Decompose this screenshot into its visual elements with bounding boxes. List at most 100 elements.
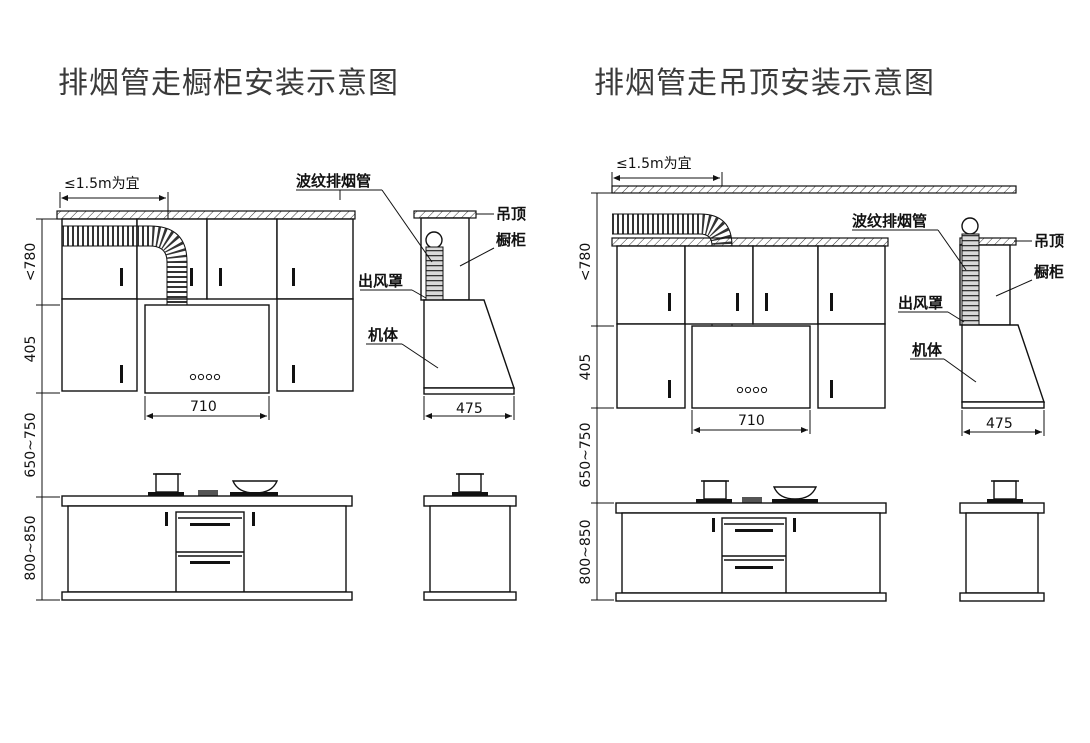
left-counter-height-label: 800~850: [23, 515, 39, 580]
left-cabinet-label: 橱柜: [496, 231, 526, 249]
left-hood-button: [197, 373, 205, 381]
left-handle: [120, 268, 123, 286]
left-leader-line: [459, 247, 495, 267]
left-lower-wall-cabinet-left: [61, 298, 138, 392]
left-side-hood-base: [423, 387, 515, 395]
right-handle: [830, 293, 833, 311]
right-cabinet-label: 橱柜: [1034, 263, 1064, 281]
right-diagram: ≤1.5m为宜 710: [578, 156, 1064, 602]
left-burner: [230, 492, 278, 496]
left-cabinet-top-shelf: [56, 210, 356, 220]
right-drawer-handle: [735, 566, 773, 569]
left-pipe-limit-label: ≤1.5m为宜: [64, 176, 140, 192]
right-corrugated-pipe-label: 波纹排烟管: [852, 212, 927, 230]
left-hood-button: [213, 373, 221, 381]
right-cabinet-top-shelf: [611, 237, 889, 247]
right-side-hood-body: [961, 324, 1045, 403]
left-hood-width-label: 710: [190, 399, 217, 415]
left-side-pipe-opening: [425, 231, 443, 249]
left-leader-line: [401, 343, 439, 369]
left-side-plinth: [423, 591, 517, 601]
left-handle: [165, 512, 168, 526]
right-side-base-cabinet: [965, 512, 1039, 594]
right-stove-knobs: [742, 497, 762, 503]
right-hood-height-label: 405: [578, 354, 594, 381]
right-lower-wall-cabinet-left: [616, 323, 686, 409]
left-wok: [231, 480, 279, 494]
left-countertop: [61, 495, 353, 507]
left-drawer-handle: [190, 523, 230, 526]
right-side-corrugated-pipe: [961, 233, 980, 327]
right-ceiling-label: 吊顶: [1034, 232, 1064, 250]
left-outlet-cover-label: 出风罩: [358, 272, 403, 290]
right-side-burner: [987, 499, 1023, 503]
left-corrugated-pipe: [62, 226, 187, 305]
left-drawer-handle: [190, 561, 230, 564]
right-leader-line: [947, 311, 965, 323]
left-lower-wall-cabinet-right: [276, 298, 354, 392]
right-body-label: 机体: [912, 341, 943, 359]
left-corrugated-pipe-outline: [62, 225, 188, 305]
right-hood-button: [752, 386, 760, 394]
right-lower-wall-cabinet-right: [817, 323, 886, 409]
right-handle: [793, 518, 796, 532]
left-side-ceiling: [413, 210, 477, 219]
left-plinth: [61, 591, 353, 601]
left-side-hood-body: [423, 299, 515, 389]
right-hood-button: [736, 386, 744, 394]
right-gap-height-label: 650~750: [578, 422, 594, 487]
left-ceiling-label: 吊顶: [496, 205, 526, 223]
right-side-pot: [993, 480, 1017, 500]
left-pot: [155, 473, 179, 493]
right-ceiling: [611, 185, 1017, 194]
right-upper-cabinet-3: [752, 245, 819, 325]
left-leader-line: [411, 289, 427, 299]
right-side-depth-label: 475: [986, 416, 1013, 432]
right-wok: [772, 486, 818, 500]
right-pot: [703, 480, 727, 500]
left-diagram-title: 排烟管走橱柜安装示意图: [58, 66, 399, 101]
left-side-pot: [458, 473, 482, 493]
left-leader-line: [381, 189, 433, 263]
left-side-base-cabinet: [429, 505, 511, 593]
left-side-countertop: [423, 495, 517, 507]
left-handle: [120, 365, 123, 383]
left-handle: [292, 365, 295, 383]
left-hood-button: [189, 373, 197, 381]
left-hood-button: [205, 373, 213, 381]
right-countertop: [615, 502, 887, 514]
left-stove-knobs: [198, 490, 218, 496]
right-handle: [830, 380, 833, 398]
right-handle: [668, 380, 671, 398]
right-side-countertop: [959, 502, 1045, 514]
left-corrugated-pipe-label: 波纹排烟管: [296, 172, 371, 190]
right-corrugated-pipe: [612, 214, 732, 326]
right-burner: [696, 499, 732, 503]
right-hood-width-label: 710: [738, 413, 765, 429]
right-hood-button: [760, 386, 768, 394]
right-plinth: [615, 592, 887, 602]
left-upper-cabinet-4: [276, 218, 354, 300]
right-leader-line: [943, 358, 977, 383]
right-pipe-limit-label: ≤1.5m为宜: [616, 156, 692, 172]
right-hood-button: [744, 386, 752, 394]
right-handle: [668, 293, 671, 311]
left-side-depth-label: 475: [456, 401, 483, 417]
right-outlet-cover-label: 出风罩: [898, 294, 943, 312]
right-cabinet-height-label: <780: [578, 243, 594, 281]
left-side-burner: [452, 492, 488, 496]
left-handle: [292, 268, 295, 286]
right-handle: [765, 293, 768, 311]
right-leader-line: [995, 279, 1033, 297]
left-handle: [190, 268, 193, 286]
right-handle: [712, 518, 715, 532]
left-burner: [148, 492, 184, 496]
right-upper-cabinet-1: [616, 245, 686, 325]
right-range-hood: [691, 325, 811, 409]
right-drawer-handle: [735, 529, 773, 532]
left-gap-height-label: 650~750: [23, 412, 39, 477]
right-leader-line: [937, 229, 967, 271]
left-handle: [219, 268, 222, 286]
right-counter-height-label: 800~850: [578, 519, 594, 584]
